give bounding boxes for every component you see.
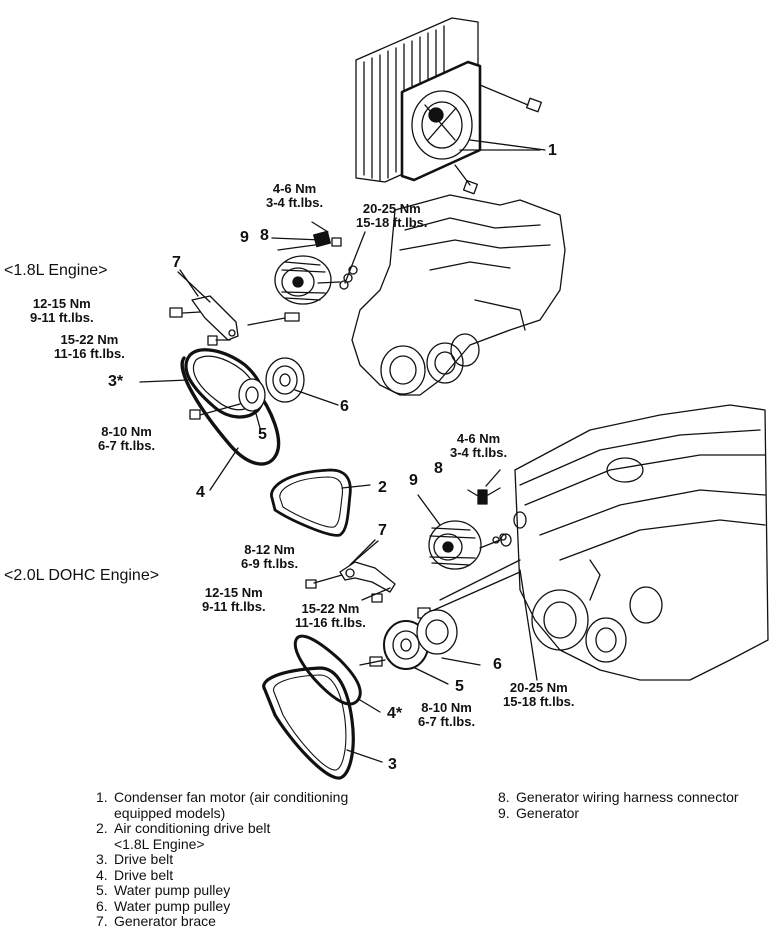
callout-3-star: 3*: [108, 373, 124, 390]
generator-18: [274, 255, 332, 305]
callout-9-bottom: 9: [409, 472, 418, 489]
legend-item-2: 2.Air conditioning drive belt: [96, 820, 271, 836]
callout-7-bottom: 7: [378, 522, 387, 539]
legend-item-6: 6.Water pump pulley: [96, 897, 231, 914]
legend-item-3: 3.Drive belt: [96, 851, 174, 867]
legend-item-8: 8.Generator wiring harness connector: [498, 789, 739, 805]
callout-5-top: 5: [258, 426, 267, 443]
engine-block-18: [351, 194, 566, 396]
legend-item-5: 5.Water pump pulley: [96, 882, 231, 898]
callout-3: 3: [388, 756, 397, 773]
legend-item-1-continued: equipped models): [114, 804, 226, 821]
callout-8-top: 8: [260, 227, 269, 244]
engine-block-20: [500, 404, 769, 681]
callout-5-bottom: 5: [455, 678, 464, 695]
radiator-fan-assembly: [355, 17, 546, 195]
callout-8-bottom: 8: [434, 460, 443, 477]
legend-item-9: 9.Generator: [498, 804, 580, 821]
engine-label-18l: <1.8L Engine>: [4, 262, 108, 279]
legend-left: 1.Condenser fan motor (air conditioning …: [96, 789, 349, 930]
callout-4: 4: [196, 484, 205, 501]
engine-label-20l-dohc: <2.0L DOHC Engine>: [4, 567, 160, 584]
callout-6-top: 6: [340, 398, 349, 415]
callout-9-top: 9: [240, 229, 249, 246]
legend-item-1: 1.Condenser fan motor (air conditioning: [96, 789, 349, 805]
callout-4-star: 4*: [387, 705, 403, 722]
callout-2: 2: [378, 479, 387, 496]
legend-right: 8.Generator wiring harness connector 9.G…: [498, 789, 739, 821]
callout-6-bottom: 6: [493, 656, 502, 673]
legend-item-2-continued: <1.8L Engine>: [114, 835, 205, 852]
legend-item-4: 4.Drive belt: [96, 866, 174, 883]
callout-1: 1: [548, 142, 557, 159]
generator-20: [428, 520, 482, 570]
legend-item-7: 7.Generator brace: [96, 913, 216, 929]
callout-7-top: 7: [172, 254, 181, 271]
